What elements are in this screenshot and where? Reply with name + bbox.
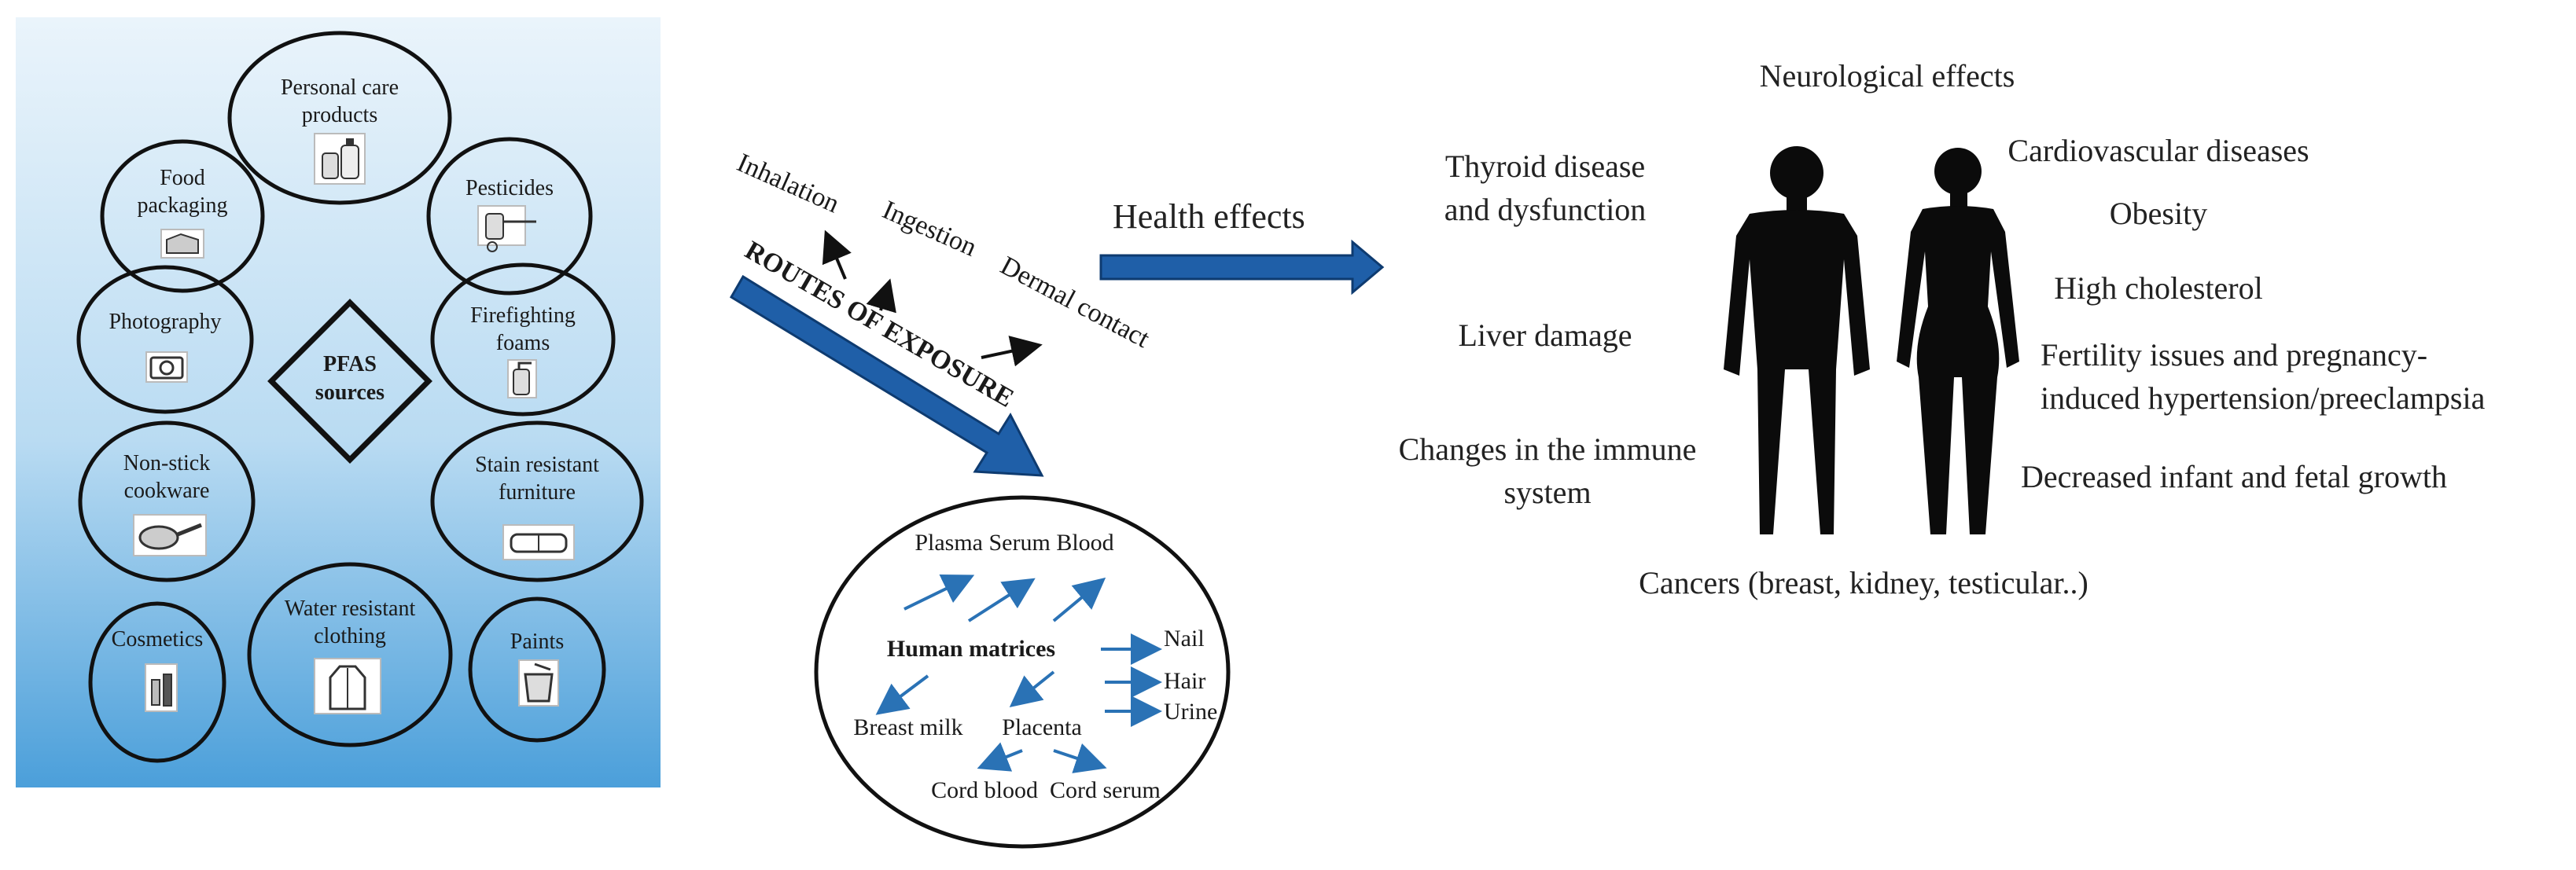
- jacket-icon: [314, 658, 381, 714]
- fertility-label: Fertility issues and pregnancy-: [2041, 337, 2427, 373]
- infant-growth-label: Decreased infant and fetal growth: [2021, 459, 2447, 494]
- immune-label-line2: system: [1503, 475, 1591, 510]
- liver-damage-label: Liver damage: [1459, 318, 1632, 353]
- source-pesticides: Pesticides: [426, 137, 593, 296]
- source-label: Paints: [510, 630, 564, 654]
- source-food-packaging: Food packaging: [100, 139, 265, 293]
- immune-label: Changes in the immune: [1399, 431, 1697, 467]
- source-label: furniture: [499, 480, 576, 505]
- neurological-effects-label: Neurological effects: [1760, 58, 2015, 94]
- sofa-icon: [502, 524, 575, 560]
- health-effects-arrow: [1099, 239, 1385, 296]
- to-placenta-arrow: [1009, 670, 1055, 707]
- nail-label: Nail: [1164, 626, 1205, 652]
- source-stain-resistant: Stain resistant furniture: [430, 420, 644, 582]
- female-silhouette: [1897, 148, 2019, 534]
- to-breast-milk-arrow: [875, 674, 929, 715]
- plasma-serum-blood-label: Plasma Serum Blood: [914, 530, 1113, 556]
- sprayer-icon: [477, 205, 536, 252]
- fertility-label-line2: induced hypertension/preeclampsia: [2041, 380, 2486, 416]
- inhalation-arrow: [822, 229, 852, 280]
- health-effects-labels: Neurological effects Thyroid disease and…: [1399, 58, 2486, 600]
- exposure-arrow: [729, 274, 1044, 477]
- matrices-ellipse: [814, 495, 1231, 849]
- pfas-label: PFAS: [323, 352, 377, 376]
- source-personal-care: Personal care products: [227, 31, 452, 205]
- source-label: Cosmetics: [112, 627, 204, 652]
- to-blood-arrow: [1052, 577, 1106, 622]
- source-paints: Paints: [468, 597, 606, 743]
- source-label: Stain resistant: [475, 453, 599, 477]
- health-effects-arrow-group: Health effects: [1099, 197, 1385, 296]
- urine-label: Urine: [1164, 699, 1217, 725]
- to-cord-serum-arrow: [1053, 743, 1107, 773]
- pfas-sources-diamond: PFAS sources: [267, 299, 432, 464]
- ingestion-label: Ingestion: [878, 196, 981, 262]
- high-cholesterol-label: High cholesterol: [2054, 270, 2263, 306]
- source-firefighting: Firefighting foams: [430, 262, 616, 417]
- thyroid-label-line2: and dysfunction: [1444, 192, 1647, 227]
- source-label: products: [302, 103, 377, 127]
- obesity-label: Obesity: [2110, 196, 2207, 231]
- cancers-label: Cancers (breast, kidney, testicular..): [1639, 565, 2088, 600]
- source-label: Pesticides: [466, 176, 554, 200]
- source-label: Photography: [109, 310, 221, 334]
- male-silhouette: [1724, 146, 1870, 534]
- to-serum-arrow: [967, 578, 1036, 622]
- thyroid-label: Thyroid disease: [1445, 149, 1645, 184]
- source-label: Water resistant: [285, 597, 416, 621]
- cardiovascular-label: Cardiovascular diseases: [2007, 133, 2309, 168]
- source-label: Non-stick: [123, 451, 210, 475]
- makeup-icon: [145, 663, 178, 712]
- source-photography: Photography: [76, 265, 254, 414]
- extinguisher-icon: [507, 359, 537, 398]
- ingestion-arrow: [866, 278, 896, 314]
- human-matrices-label: Human matrices: [887, 636, 1055, 662]
- food-box-icon: [160, 229, 204, 259]
- source-label: Personal care: [281, 75, 399, 100]
- camera-icon: [145, 351, 188, 383]
- pfas-sources-panel: PFAS sources Personal care products Food…: [16, 17, 661, 787]
- to-plasma-arrow: [903, 574, 975, 611]
- human-matrices-section: Plasma Serum Blood Human matrices Nail H…: [814, 495, 1231, 849]
- paint-bucket-icon: [518, 659, 559, 707]
- inhalation-label: Inhalation: [733, 149, 844, 219]
- hair-label: Hair: [1164, 668, 1205, 694]
- cord-blood-serum-label: Cord blood Cord serum: [931, 777, 1161, 803]
- to-cord-blood-arrow: [977, 742, 1023, 772]
- source-label: cookware: [124, 479, 210, 503]
- source-cosmetics: Cosmetics: [88, 601, 226, 763]
- source-label: Firefighting: [470, 303, 576, 328]
- placenta-label: Placenta: [1002, 714, 1082, 740]
- breast-milk-label: Breast milk: [853, 714, 962, 740]
- source-label: clothing: [314, 624, 386, 648]
- source-non-stick: Non-stick cookware: [78, 420, 256, 582]
- source-label: packaging: [137, 193, 227, 218]
- routes-section: Inhalation Ingestion Dermal contact ROUT…: [729, 149, 1154, 477]
- health-effects-title: Health effects: [1113, 197, 1305, 236]
- frying-pan-icon: [133, 514, 207, 556]
- sources-label: sources: [315, 380, 385, 405]
- lotion-bottles-icon: [314, 133, 366, 185]
- source-water-resistant: Water resistant clothing: [247, 562, 453, 747]
- source-label: foams: [496, 331, 550, 355]
- dermal-arrow: [981, 336, 1043, 367]
- source-label: Food: [160, 166, 205, 190]
